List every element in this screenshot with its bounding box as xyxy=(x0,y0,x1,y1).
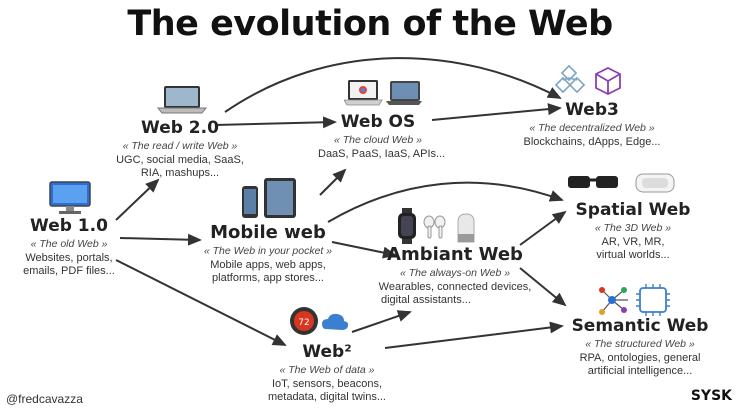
brand-logo: SYSK xyxy=(690,388,732,404)
node-mobile-title: Mobile web xyxy=(210,222,326,243)
node-web3-title: Web3 xyxy=(565,100,619,120)
node-web1-tagline: « The old Web » xyxy=(30,238,108,250)
node-ambiant: Ambiant Web « The always-on Web » Wearab… xyxy=(375,244,535,307)
desktop-computer-icon xyxy=(49,181,91,214)
arrow-ambiant-semantic xyxy=(519,267,567,307)
node-semantic: Semantic Web « The structured Web » RPA,… xyxy=(560,316,720,378)
node-spatial-desc-line2: virtual worlds... xyxy=(596,249,670,261)
node-web1-title: Web 1.0 xyxy=(30,216,108,236)
chromebook-and-tablet-icon xyxy=(344,80,422,106)
diagram-title: The evolution of the Web xyxy=(127,4,613,44)
arrow-web2-webos xyxy=(214,116,337,129)
node-semantic-title: Semantic Web xyxy=(571,316,709,336)
node-semantic-desc-line2: artificial intelligence... xyxy=(587,365,693,377)
node-web2-title: Web 2.0 xyxy=(141,118,219,138)
arrow-mobile-ambiant xyxy=(331,241,397,259)
node-ambiant-title: Ambiant Web xyxy=(387,244,523,265)
smartwatch-earbuds-smart-speaker-icon xyxy=(398,208,475,244)
node-web2sq: Web² « The Web of data » IoT, sensors, b… xyxy=(262,342,392,404)
node-web1: Web 1.0 « The old Web » Websites, portal… xyxy=(14,216,124,278)
node-web2sq-desc-line1: IoT, sensors, beacons, xyxy=(271,378,383,390)
node-mobile-tagline: « The Web in your pocket » xyxy=(203,245,333,257)
node-ambiant-tagline: « The always-on Web » xyxy=(399,267,511,279)
arrow-web1-web2 xyxy=(115,178,160,221)
node-ambiant-desc-line2: digital assistants... xyxy=(381,294,471,306)
node-semantic-desc-line1: RPA, ontologies, general xyxy=(579,352,701,364)
arrow-mobile-spatial-curve xyxy=(327,181,564,223)
phone-and-tablet-icon xyxy=(242,178,296,218)
laptop-icon xyxy=(156,86,208,114)
node-web3-tagline: « The decentralized Web » xyxy=(529,122,655,134)
arrow-web1-mobile xyxy=(119,233,202,246)
node-web2sq-title: Web² xyxy=(302,342,352,362)
node-web3-desc-line1: Blockchains, dApps, Edge... xyxy=(523,136,661,148)
ar-glasses-and-vr-headset-icon xyxy=(568,173,675,193)
node-web2-desc-line1: UGC, social media, SaaS, xyxy=(116,154,244,166)
node-web1-desc-line2: emails, PDF files... xyxy=(23,265,115,277)
node-webos-tagline: « The cloud Web » xyxy=(334,134,422,146)
node-mobile-desc-line2: platforms, app stores... xyxy=(212,272,324,284)
arrow-web2sq-semantic xyxy=(384,321,564,349)
arrow-ambiant-spatial xyxy=(519,210,567,246)
node-web1-desc-line1: Websites, portals, xyxy=(25,252,113,264)
node-webos-desc-line1: DaaS, PaaS, IaaS, APIs... xyxy=(318,148,446,160)
node-ambiant-desc-line1: Wearables, connected devices, xyxy=(378,281,532,293)
blockchain-cubes-icon xyxy=(554,64,621,96)
arrow-web2-web3-curve xyxy=(224,57,562,113)
thermostat-and-cloud-icon: 72 xyxy=(290,307,349,335)
node-mobile: Mobile web « The Web in your pocket » Mo… xyxy=(198,222,338,285)
node-webos-title: Web OS xyxy=(340,112,416,132)
node-web3: Web3 « The decentralized Web » Blockchai… xyxy=(522,100,662,149)
network-and-ai-chip-icon xyxy=(599,284,670,316)
node-spatial-title: Spatial Web xyxy=(575,200,691,220)
svg-text:72: 72 xyxy=(298,318,309,328)
arrow-mobile-webos xyxy=(319,168,347,196)
node-web2sq-desc-line2: metadata, digital twins... xyxy=(267,391,386,403)
arrow-web1-web2sq xyxy=(115,259,287,346)
node-mobile-desc-line1: Mobile apps, web apps, xyxy=(210,259,326,271)
node-spatial: Spatial Web « The 3D Web » AR, VR, MR, v… xyxy=(568,200,698,262)
node-spatial-desc-line1: AR, VR, MR, xyxy=(601,236,665,248)
arrow-web2sq-ambiant xyxy=(351,310,412,333)
node-webos: Web OS « The cloud Web » DaaS, PaaS, Iaa… xyxy=(318,112,446,161)
node-web2-tagline: « The read / write Web » xyxy=(122,140,238,152)
node-semantic-tagline: « The structured Web » xyxy=(585,338,695,350)
arrow-webos-web3 xyxy=(431,103,562,121)
node-web2sq-tagline: « The Web of data » xyxy=(279,364,375,376)
node-web2: Web 2.0 « The read / write Web » UGC, so… xyxy=(110,118,250,180)
node-spatial-tagline: « The 3D Web » xyxy=(594,222,672,234)
author-handle: @fredcavazza xyxy=(6,392,83,406)
node-web2-desc-line2: RIA, mashups... xyxy=(140,167,220,179)
